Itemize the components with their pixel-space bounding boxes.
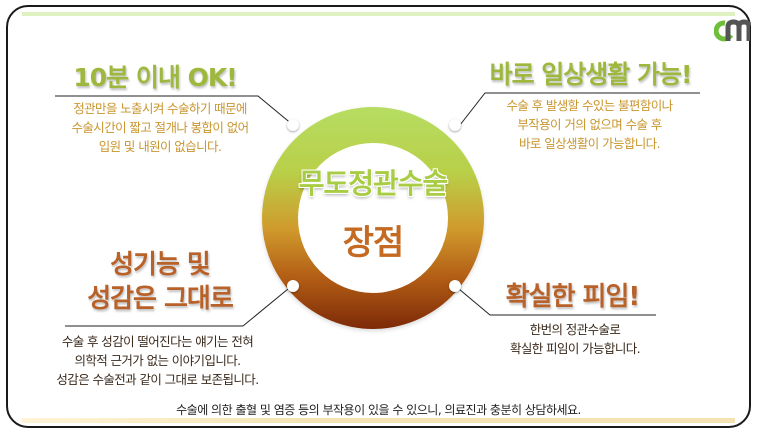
center-title: 무도정관수술 (298, 167, 449, 200)
benefit-description: 수술 후 성감이 떨어진다는 얘기는 전혀 의학적 근거가 없는 이야기입니다.… (56, 334, 259, 387)
connector-dot-bottom-right (449, 280, 461, 292)
benefit-description: 정관만을 노출시켜 수술하기 때문에 수술시간이 짧고 절개나 봉합이 없어 입… (71, 101, 250, 154)
benefit-heading: 성기능 및 성감은 그대로 (87, 250, 234, 314)
benefit-description: 한번의 정관수술로 확실한 피임이 가능합니다. (509, 322, 641, 356)
bottom-stripe (22, 418, 735, 423)
top-stripe (22, 12, 735, 16)
benefit-description: 수술 후 발생할 수있는 불편함이나 부작용이 거의 없으며 수술 후 바로 일… (506, 98, 673, 151)
center-ring-inner (298, 143, 448, 293)
connector-dot-top-left (287, 119, 299, 131)
connector-dot-bottom-left (287, 280, 299, 292)
benefit-heading: 10분 이내 OK! (73, 63, 237, 92)
om-logo-icon (714, 19, 750, 42)
benefit-heading: 바로 일상생활 가능! (489, 60, 693, 89)
benefit-heading: 확실한 피임! (505, 282, 641, 312)
center-subtitle: 장점 (342, 223, 405, 263)
disclaimer-note: 수술에 의한 출혈 및 염증 등의 부작용이 있을 수 있으니, 의료진과 충분… (176, 403, 581, 417)
connector-dot-top-right (449, 119, 461, 131)
